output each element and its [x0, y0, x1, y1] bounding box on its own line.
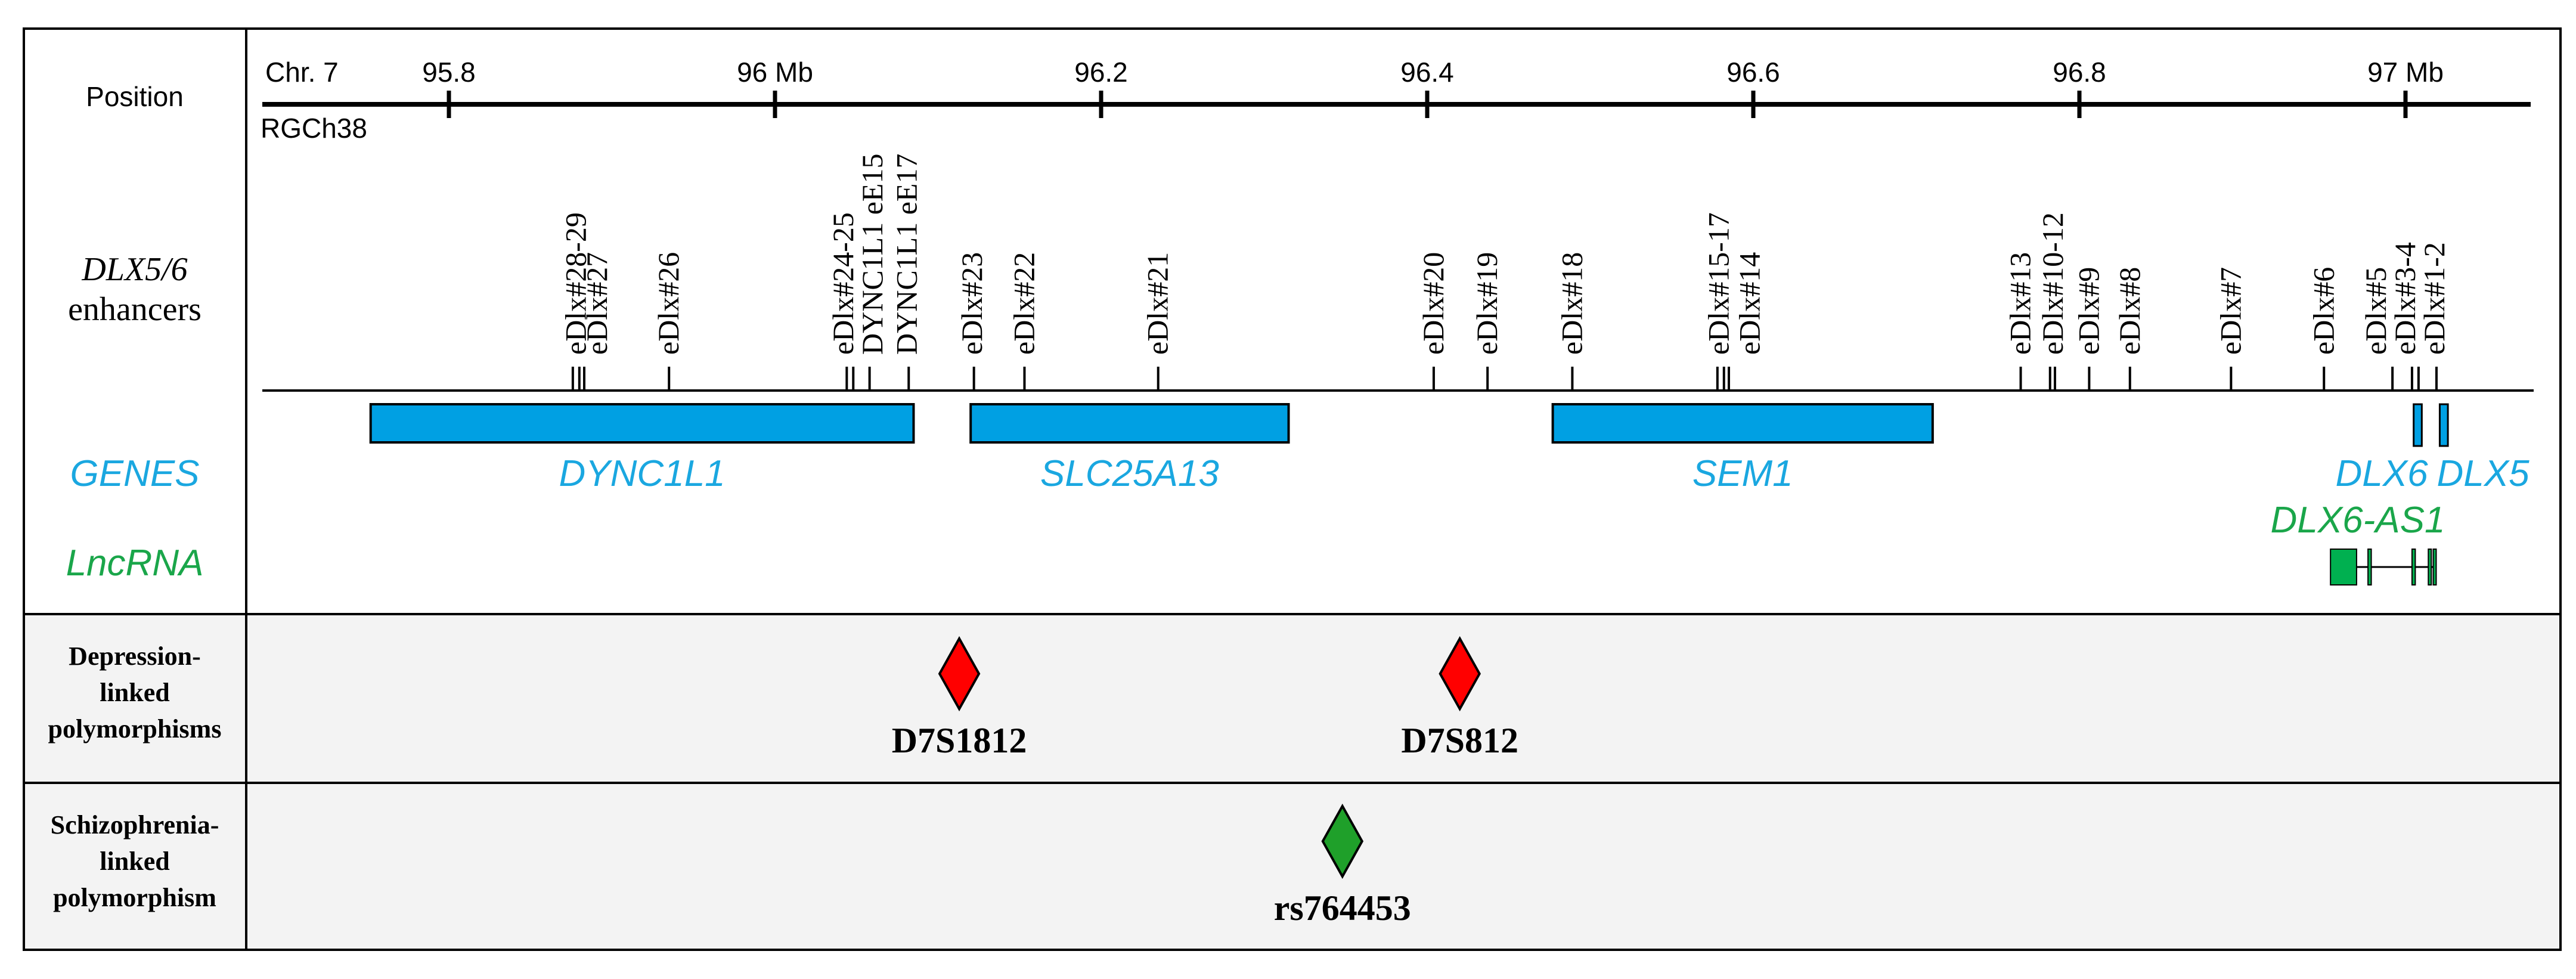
row-label-enhancers-italic: DLX5/6: [81, 251, 187, 288]
table-border: [23, 27, 2562, 951]
enhancer-label: eDlx#18: [1555, 252, 1588, 355]
enhancer-label: eDlx#1-2: [2417, 242, 2451, 355]
enhancer-label: eDlx#27: [580, 252, 613, 355]
axis-tick-label: 96 Mb: [737, 57, 813, 88]
enhancer-label: eDlx#6: [2307, 267, 2340, 355]
gene-box: [969, 403, 1290, 444]
chromosome-label: Chr. 7: [265, 57, 339, 88]
enhancer-label: eDlx#21: [1141, 252, 1174, 355]
enhancer-marks: [571, 367, 2438, 391]
lncrna-name: DLX6-AS1: [2271, 500, 2445, 541]
row-label-depression-line-3: polymorphisms: [48, 714, 222, 743]
gene-box: [2413, 403, 2423, 447]
axis-tick-label: 96.6: [1726, 57, 1780, 88]
enhancer-label: eDlx#28-29: [559, 212, 592, 355]
enhancer-label: eDlx#7: [2214, 267, 2247, 355]
row-label-lncrna: LncRNA: [66, 543, 204, 584]
axis-tick-label: 95.8: [422, 57, 476, 88]
lncrna-exon: [2367, 549, 2372, 585]
gene-label: DLX6: [2335, 453, 2428, 494]
enhancer-label: eDlx#9: [2072, 267, 2105, 355]
enhancer-label: eDlx#20: [1416, 252, 1450, 355]
gene-box: [2438, 403, 2449, 447]
schizophrenia-markers: rs764453: [1274, 803, 1411, 928]
schizophrenia-panel-bg: [24, 783, 2560, 950]
row-label-depression-line-2: linked: [100, 678, 169, 707]
depression-marker-label: D7S1812: [892, 721, 1027, 760]
enhancer-label: eDlx#22: [1007, 252, 1040, 355]
enhancer-label: eDlx#15-17: [1702, 212, 1735, 355]
row-label-depression-line-1: Depression-: [69, 642, 201, 671]
gene-label: SEM1: [1692, 453, 1793, 494]
row-label-schizophrenia-line-3: polymorphism: [53, 883, 216, 912]
axis-tick-label: 96.8: [2053, 57, 2106, 88]
enhancer-label: eDlx#5: [2359, 267, 2392, 355]
depression-markers: D7S1812 D7S812: [892, 636, 1518, 760]
gene-label: SLC25A13: [1040, 453, 1219, 494]
enhancer-label: eDlx#14: [1733, 252, 1766, 355]
axis-ticks: 95.8 96 Mb 96.2 96.4 96.6 96.8 97 Mb: [422, 57, 2444, 118]
enhancer-label: eDlx#13: [2004, 252, 2037, 355]
gene-label: DLX5: [2436, 453, 2529, 494]
enhancer-label: eDlx#23: [955, 252, 988, 355]
schizophrenia-marker-label: rs764453: [1274, 888, 1411, 928]
axis-tick-label: 96.4: [1400, 57, 1454, 88]
depression-marker-label: D7S812: [1401, 721, 1518, 760]
row-label-schizophrenia-line-2: linked: [100, 847, 169, 876]
depression-marker-diamond: [1439, 636, 1481, 712]
enhancer-label: eDlx#24-25: [826, 212, 860, 355]
depression-marker-diamond: [938, 636, 981, 712]
enhancer-label: eDlx#8: [2113, 267, 2146, 355]
lncrna-exon: [2330, 549, 2357, 585]
row-label-enhancers: enhancers: [68, 291, 202, 328]
axis-tick-label: 96.2: [1074, 57, 1128, 88]
enhancer-label: eDlx#10-12: [2036, 212, 2069, 355]
lncrna-exon: [2411, 549, 2416, 585]
row-label-genes: GENES: [70, 453, 199, 494]
row-label-schizophrenia-line-1: Schizophrenia-: [51, 810, 219, 839]
lncrna-exon: [2428, 549, 2432, 585]
enhancer-label: eDlx#19: [1470, 252, 1504, 355]
axis-tick-label: 97 Mb: [2367, 57, 2444, 88]
lncrna-exon: [2432, 549, 2437, 585]
lncrna-track: [2330, 549, 2437, 585]
gene-label: DYNC1L1: [559, 453, 726, 494]
schizophrenia-marker-diamond: [1321, 803, 1364, 879]
enhancer-label: eDlx#3-4: [2388, 242, 2422, 355]
enhancer-label: DYNC1L1 eE17: [890, 154, 923, 355]
enhancer-label: eDlx#26: [652, 252, 685, 355]
assembly-label: RGCh38: [261, 113, 367, 144]
gene-box: [1551, 403, 1934, 444]
row-label-position: Position: [86, 81, 184, 112]
enhancer-label: DYNC1L1 eE15: [855, 154, 889, 355]
gene-boxes: [369, 403, 2449, 447]
depression-panel-bg: [24, 614, 2560, 783]
gene-box: [369, 403, 915, 444]
